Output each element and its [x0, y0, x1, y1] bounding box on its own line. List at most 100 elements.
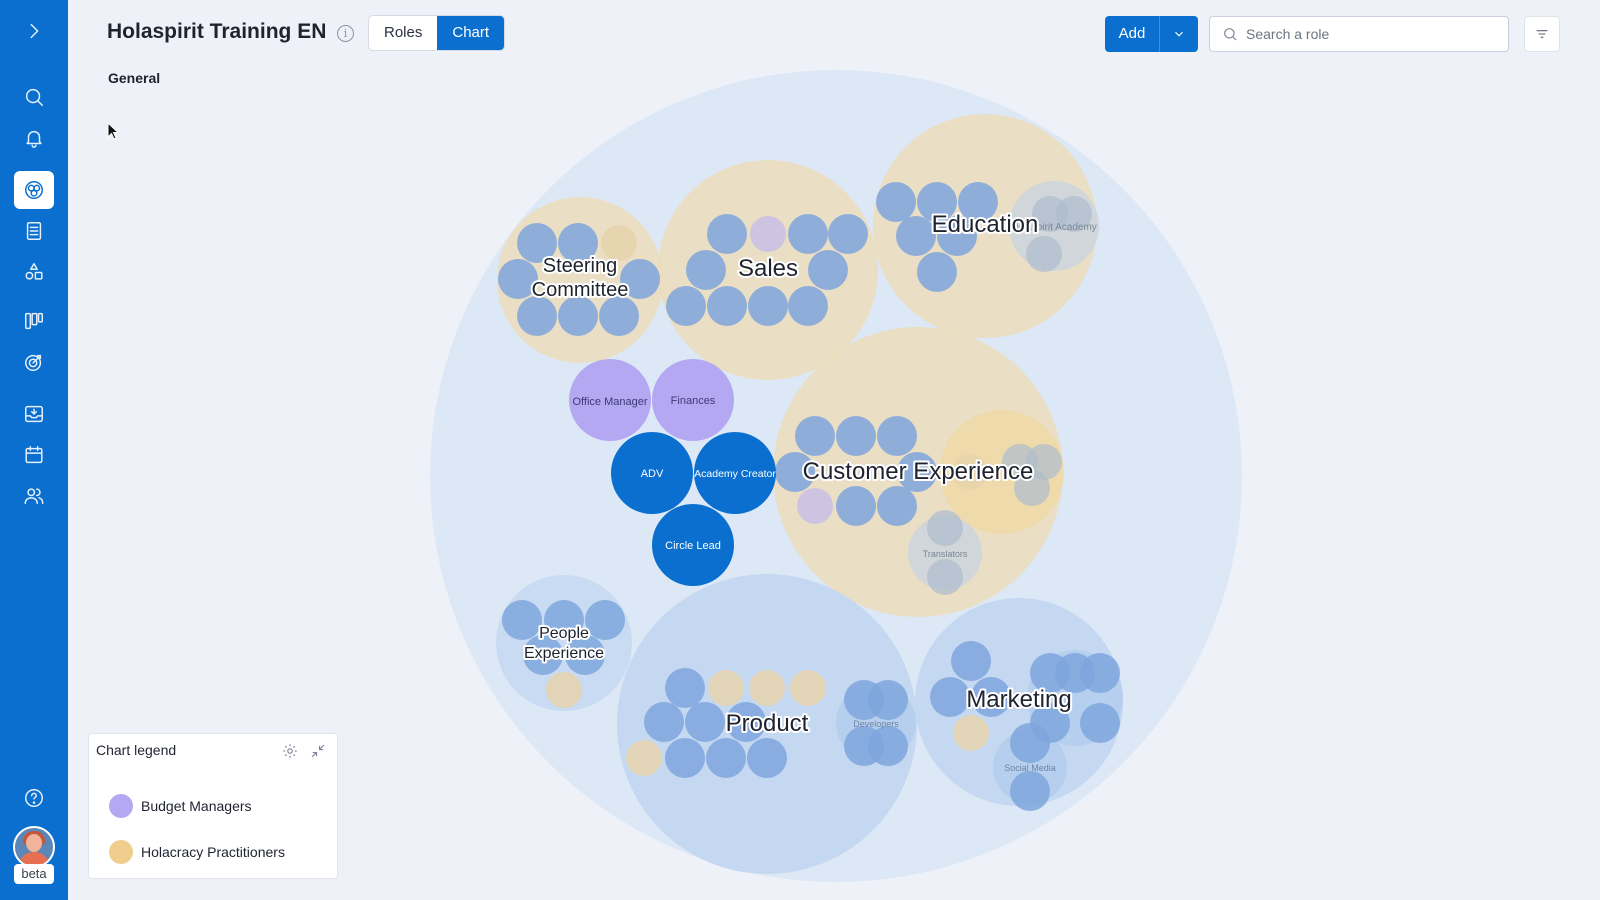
sub-role[interactable] [546, 672, 582, 708]
sub-role[interactable] [565, 635, 605, 675]
sub-role[interactable] [808, 250, 848, 290]
sub-role[interactable] [788, 286, 828, 326]
sub-role[interactable] [558, 296, 598, 336]
sub-role[interactable] [836, 416, 876, 456]
sub-role[interactable] [797, 488, 833, 524]
sub-role[interactable] [795, 416, 835, 456]
notifications-button[interactable] [14, 119, 54, 157]
circle-translators[interactable] [908, 516, 982, 590]
sub-role[interactable] [498, 259, 538, 299]
sub-role[interactable] [937, 216, 977, 256]
info-icon[interactable]: i [337, 25, 354, 42]
sub-role[interactable] [775, 452, 815, 492]
role-adv[interactable] [611, 432, 693, 514]
sub-role[interactable] [544, 600, 584, 640]
sub-role[interactable] [601, 225, 637, 261]
sub-role[interactable] [927, 559, 963, 595]
tab-roles[interactable]: Roles [384, 24, 423, 41]
sub-role[interactable] [876, 182, 916, 222]
inbox-button[interactable] [14, 395, 54, 433]
sub-role[interactable] [665, 668, 705, 708]
sub-roles-front [498, 182, 1120, 811]
sub-role[interactable] [517, 296, 557, 336]
sub-role[interactable] [836, 486, 876, 526]
sub-role[interactable] [750, 216, 786, 252]
sub-role[interactable] [930, 677, 970, 717]
sub-role[interactable] [585, 600, 625, 640]
search-input[interactable] [1246, 26, 1496, 42]
help-button[interactable] [14, 779, 54, 817]
sub-role[interactable] [897, 452, 937, 492]
legend-collapse-button[interactable] [309, 742, 327, 760]
sub-role[interactable] [1010, 723, 1050, 763]
add-button[interactable]: Add [1105, 16, 1160, 52]
sub-role[interactable] [868, 680, 908, 720]
role-academy-creator[interactable] [694, 432, 776, 514]
role-finances[interactable] [652, 359, 734, 441]
sub-role[interactable] [517, 223, 557, 263]
sub-role[interactable] [877, 416, 917, 456]
roles-button[interactable] [14, 253, 54, 291]
legend-settings-button[interactable] [281, 742, 299, 760]
sub-role[interactable] [951, 641, 991, 681]
sub-role[interactable] [877, 486, 917, 526]
sub-role[interactable] [748, 286, 788, 326]
sub-role[interactable] [685, 702, 725, 742]
goals-button[interactable] [14, 343, 54, 381]
sub-role[interactable] [1026, 236, 1062, 272]
sub-role[interactable] [927, 510, 963, 546]
sub-role[interactable] [1010, 771, 1050, 811]
role-circle-lead[interactable] [652, 504, 734, 586]
user-avatar[interactable] [13, 826, 55, 868]
role-office-manager[interactable] [569, 359, 651, 441]
sub-role[interactable] [917, 252, 957, 292]
sub-role[interactable] [828, 214, 868, 254]
sub-role[interactable] [665, 738, 705, 778]
add-button-group: Add [1105, 16, 1198, 52]
sub-role[interactable] [1080, 653, 1120, 693]
sub-role[interactable] [666, 286, 706, 326]
sub-role[interactable] [917, 182, 957, 222]
sub-role[interactable] [706, 738, 746, 778]
circle-sales[interactable] [658, 160, 878, 380]
board-button[interactable] [14, 302, 54, 340]
sub-role[interactable] [896, 216, 936, 256]
search-icon [25, 88, 43, 106]
sub-role[interactable] [558, 223, 598, 263]
sub-role[interactable] [1014, 470, 1050, 506]
sub-role[interactable] [726, 702, 766, 742]
sub-role[interactable] [790, 670, 826, 706]
sub-role[interactable] [644, 702, 684, 742]
filter-button[interactable] [1524, 16, 1560, 52]
sub-role[interactable] [952, 454, 988, 490]
sub-role[interactable] [953, 715, 989, 751]
sub-role[interactable] [958, 182, 998, 222]
organization-chart-button[interactable] [14, 171, 54, 209]
tab-chart[interactable]: Chart [437, 16, 505, 50]
documents-button[interactable] [14, 212, 54, 250]
circle-product[interactable] [617, 574, 917, 874]
sub-role[interactable] [686, 250, 726, 290]
sub-role[interactable] [749, 670, 785, 706]
sub-role[interactable] [707, 214, 747, 254]
calendar-button[interactable] [14, 436, 54, 474]
sub-role[interactable] [707, 286, 747, 326]
sub-role[interactable] [868, 726, 908, 766]
sub-role[interactable] [502, 600, 542, 640]
sub-role[interactable] [747, 738, 787, 778]
sub-role[interactable] [523, 635, 563, 675]
add-dropdown-button[interactable] [1160, 16, 1198, 52]
sub-role[interactable] [708, 670, 744, 706]
breadcrumb[interactable]: General [108, 70, 161, 86]
sub-role[interactable] [1056, 196, 1092, 232]
search-nav-button[interactable] [14, 78, 54, 116]
expand-sidebar-button[interactable] [14, 12, 54, 50]
sub-role[interactable] [1080, 703, 1120, 743]
sub-role[interactable] [788, 214, 828, 254]
people-button[interactable] [14, 477, 54, 515]
sub-role[interactable] [626, 740, 662, 776]
sub-role[interactable] [599, 296, 639, 336]
sub-role[interactable] [620, 259, 660, 299]
sub-role[interactable] [971, 677, 1011, 717]
